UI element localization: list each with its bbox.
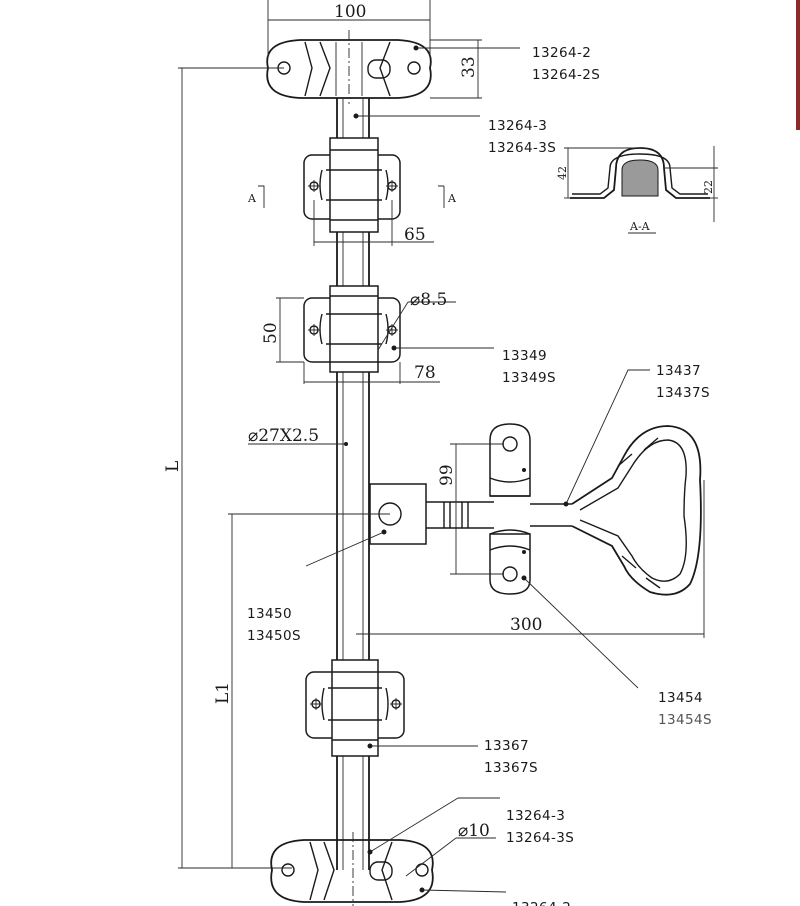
dim-300-label: 300 xyxy=(510,615,542,635)
part-top-tube-guide-2: 13264-3S xyxy=(488,140,556,156)
part-upper-guide-1: 13349 xyxy=(502,348,547,364)
part-top-tube-guide-1: 13264-3 xyxy=(488,118,547,134)
page-edge-accent xyxy=(796,0,800,130)
dim-tube-dia-label: ⌀27X2.5 xyxy=(248,426,319,446)
handle-grip xyxy=(571,425,702,596)
guide-bracket-3 xyxy=(305,659,405,757)
top-bracket xyxy=(266,30,432,104)
part-top-bracket-2: 13264-2S xyxy=(532,67,600,83)
dim-100-label: 100 xyxy=(334,2,366,22)
dimension-L1: L1 xyxy=(213,513,390,868)
part-bottom-bracket-cut: 13264-2 xyxy=(512,900,571,906)
dim-78-label: 78 xyxy=(414,363,436,383)
dim-50-label: 50 xyxy=(261,322,281,344)
dim-22-label: 22 xyxy=(702,180,715,194)
dim-L1-label: L1 xyxy=(213,682,233,704)
part-handle-1: 13437 xyxy=(656,363,701,379)
dim-65-label: 65 xyxy=(404,225,426,245)
part-bottom-tube-guide-2: 13264-3S xyxy=(506,830,574,846)
section-a-a-view: 42 22 A-A xyxy=(556,146,718,234)
dim-L-label: L xyxy=(163,461,183,472)
dim-hole-dia-label: ⌀8.5 xyxy=(410,290,447,310)
dimension-78: 78 xyxy=(303,362,440,384)
dimension-50: 50 xyxy=(261,297,304,363)
dim-pin-dia-label: ⌀10 xyxy=(458,821,490,841)
section-markers: A A xyxy=(247,185,457,208)
dim-33-label: 33 xyxy=(459,56,479,78)
guide-bracket-2 xyxy=(303,285,401,373)
part-upper-guide-2: 13349S xyxy=(502,370,556,386)
part-top-bracket-1: 13264-2 xyxy=(532,45,591,61)
section-marker-left: A xyxy=(247,192,257,205)
section-title: A-A xyxy=(629,220,651,233)
dimension-33: 33 xyxy=(430,39,482,99)
part-handle-2: 13437S xyxy=(656,385,710,401)
part-lower-guide-1: 13367 xyxy=(484,738,529,754)
part-keeper-1: 13454 xyxy=(658,690,703,706)
keeper xyxy=(489,423,531,595)
part-keeper-2: 13454S xyxy=(658,712,712,728)
part-lower-guide-2: 13367S xyxy=(484,760,538,776)
dimension-65: 65 xyxy=(313,200,434,246)
handle-shaft xyxy=(426,501,572,529)
dim-42-label: 42 xyxy=(556,166,569,180)
bottom-bracket xyxy=(270,832,434,906)
part-cam-block-2: 13450S xyxy=(247,628,301,644)
dim-99-label: 99 xyxy=(437,464,457,486)
part-cam-block-1: 13450 xyxy=(247,606,292,622)
guide-bracket-1 xyxy=(303,137,401,233)
dimension-L: L xyxy=(163,67,292,869)
part-bottom-tube-guide-1: 13264-3 xyxy=(506,808,565,824)
dimension-300: 300 xyxy=(356,480,705,638)
dimension-99: 99 xyxy=(437,443,504,575)
section-marker-right: A xyxy=(447,192,457,205)
dimension-100: 100 xyxy=(267,0,431,58)
